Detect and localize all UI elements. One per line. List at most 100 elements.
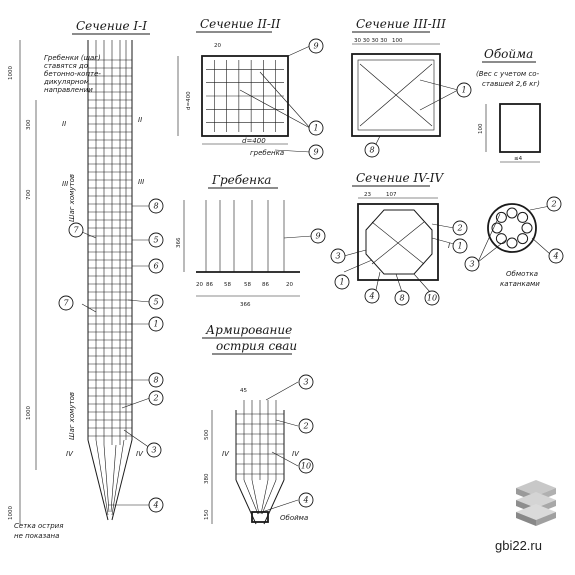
callout-1-a: 1 [148,316,164,332]
bundle-bar [521,222,533,234]
sec2-dim-20: 20 [214,43,221,49]
wrap-line-1: катанками [500,280,540,288]
bundle-bar [491,222,503,234]
comb-note-line-2: бетонно-копте- [44,70,101,78]
section-1-elevation: Сечение I-I II II III III IV IV 1000 100… [8,19,164,540]
svg-text:1: 1 [313,124,318,133]
callout-3-d: 3 [298,374,314,390]
comb-dim-366-v: 366 [176,237,182,248]
tip-bar [260,479,269,515]
svg-text:1: 1 [153,320,158,329]
comb-note-line-4: направлении [44,86,93,94]
sec2-comb-label: гребенка [250,149,284,157]
svg-text:10: 10 [427,294,437,303]
svg-text:4: 4 [152,501,158,510]
comb-tick-label: 20 [286,282,293,288]
callout-4-c: 4 [548,248,564,264]
dim-1000-mid: 1000 [26,406,32,420]
callout-9-b: 9 [308,144,324,160]
svg-text:10: 10 [301,462,311,471]
marker-4-right: IV [136,450,144,458]
svg-text:2: 2 [152,394,158,403]
stirrups [88,59,132,437]
bundle-bar [495,233,507,245]
callout-10-a: 10 [424,290,440,306]
marker-3-right: III [138,178,144,186]
svg-text:5: 5 [153,298,158,307]
svg-text:8: 8 [399,294,404,303]
tip-bar [261,479,277,515]
svg-text:1: 1 [457,242,462,251]
comb-tick-label: 86 [206,282,213,288]
sec4-marker-1: I [448,242,450,250]
dim-700: 700 [26,189,32,200]
sec2-dim-400: d=400 [186,91,192,110]
callout-2-c: 2 [546,196,562,212]
dim-1000-bottom: 1000 [8,506,14,520]
svg-text:4: 4 [552,252,558,261]
marker-4-left: IV [66,450,74,458]
tip-dim-150: 150 [204,509,210,520]
cut-note-line-1: не показана [14,532,59,540]
tip-title-1: Армирование [205,323,292,337]
callout-4-a: 4 [148,497,164,513]
step-label-1: Шаг хомутов [68,174,76,222]
svg-text:3: 3 [151,446,156,455]
sec4-dim-23: 23 [364,192,371,198]
comb-teeth [205,200,285,272]
svg-text:8: 8 [369,146,374,155]
clip-dim-100: 100 [478,123,484,134]
callout-7-a: 7 [68,222,84,238]
bundle-bar [506,237,518,249]
tip-clip-label: Обойма [280,514,308,522]
callout-1-e: 1 [334,274,350,290]
svg-text:3: 3 [469,260,474,269]
comb-tick-label: 58 [244,282,251,288]
callout-9-a: 9 [308,38,324,54]
comb-note-line-0: Гребенки (шаг) [44,54,101,62]
comb-note: Гребенки (шаг) ставятся до бетонно-копте… [43,54,101,94]
callout-1-c: 1 [456,82,472,98]
clip-dim-w: ≤4 [514,156,523,162]
comb-note-line-3: дикулярном [43,78,90,86]
section-1-title: Сечение I-I [76,19,147,33]
svg-text:9: 9 [313,148,318,157]
callout-2-b: 2 [452,220,468,236]
callout-8-c: 8 [364,142,380,158]
section-4-title: Сечение IV-IV [356,171,444,185]
callout-3-a: 3 [146,442,162,458]
tip-marker-iv-left: IV [222,450,230,458]
callout-2-a: 2 [148,390,164,406]
section-4: Сечение IV-IV 23 107 I 2 1 3 1 4 8 10 [330,171,468,306]
clip-weight-0: (Вес с учетом со- [476,70,540,78]
callout-8-a: 8 [148,198,164,214]
dim-1000-top: 1000 [8,66,14,80]
callout-1-b: 1 [308,120,324,136]
svg-text:9: 9 [313,42,318,51]
comb-tick-label: 20 [196,282,203,288]
svg-text:2: 2 [302,422,308,431]
callout-8-b: 8 [148,372,164,388]
svg-text:7: 7 [73,226,79,235]
comb-title: Гребенка [211,173,271,187]
bundle-bar [495,211,507,223]
bundle-bar [517,233,529,245]
callout-6: 6 [148,258,164,274]
callout-9-c: 9 [310,228,326,244]
svg-text:1: 1 [339,278,344,287]
callout-4-d: 4 [298,492,314,508]
bundle-bar [517,211,529,223]
tip-marker-iv-right: IV [292,450,300,458]
svg-text:4: 4 [302,496,308,505]
callout-8-d: 8 [394,290,410,306]
marker-2-right: II [138,116,142,124]
callout-1-d: 1 [452,238,468,254]
svg-text:4: 4 [368,292,374,301]
svg-text:5: 5 [153,236,158,245]
comb-dim-366-h: 366 [240,302,251,308]
dim-300: 300 [26,119,32,130]
callout-3-c: 3 [464,256,480,272]
svg-text:8: 8 [153,376,158,385]
